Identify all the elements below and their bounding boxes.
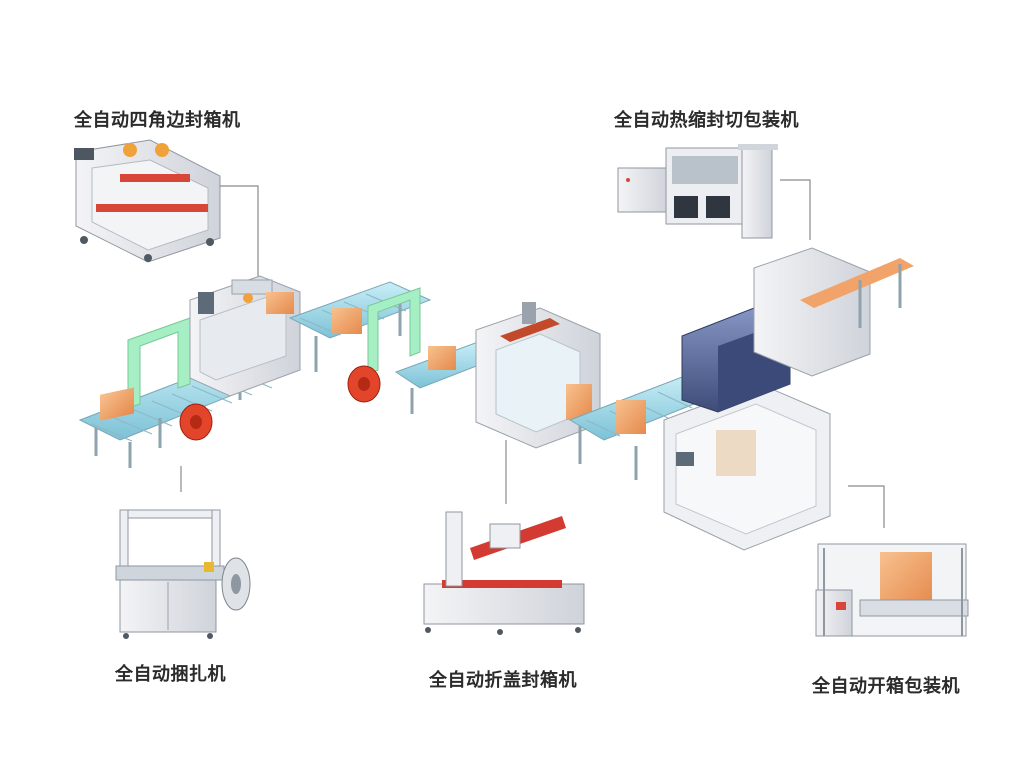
strapping-frame-2	[347, 287, 421, 403]
shrink-wrapper-machine	[617, 144, 778, 239]
conveyor-segment-2	[288, 281, 432, 372]
leader-case-erector	[848, 485, 885, 528]
fold-sealer-label: 全自动折盖封箱机	[429, 670, 577, 691]
case-erector-label: 全自动开箱包装机	[812, 676, 960, 697]
fold-sealer-machine	[423, 511, 585, 635]
shrink-wrapper-label: 全自动热缩封切包装机	[614, 110, 799, 131]
leader-corner-sealer	[206, 185, 259, 278]
case-erector-machine	[815, 543, 969, 637]
strapping-label: 全自动捆扎机	[115, 664, 226, 685]
leader-shrink-wrapper	[780, 179, 811, 240]
case-erector-inline	[663, 383, 831, 551]
corner-sealer-inline	[189, 275, 301, 397]
corner-sealer-label: 全自动四角边封箱机	[74, 110, 241, 131]
strapping-frame-1	[100, 317, 213, 441]
corner-sealer-machine	[74, 139, 221, 263]
shrink-tunnel-inline	[681, 247, 914, 413]
leader-lines	[180, 179, 885, 528]
fold-sealer-inline	[475, 302, 601, 449]
strapping-machine	[115, 509, 251, 639]
